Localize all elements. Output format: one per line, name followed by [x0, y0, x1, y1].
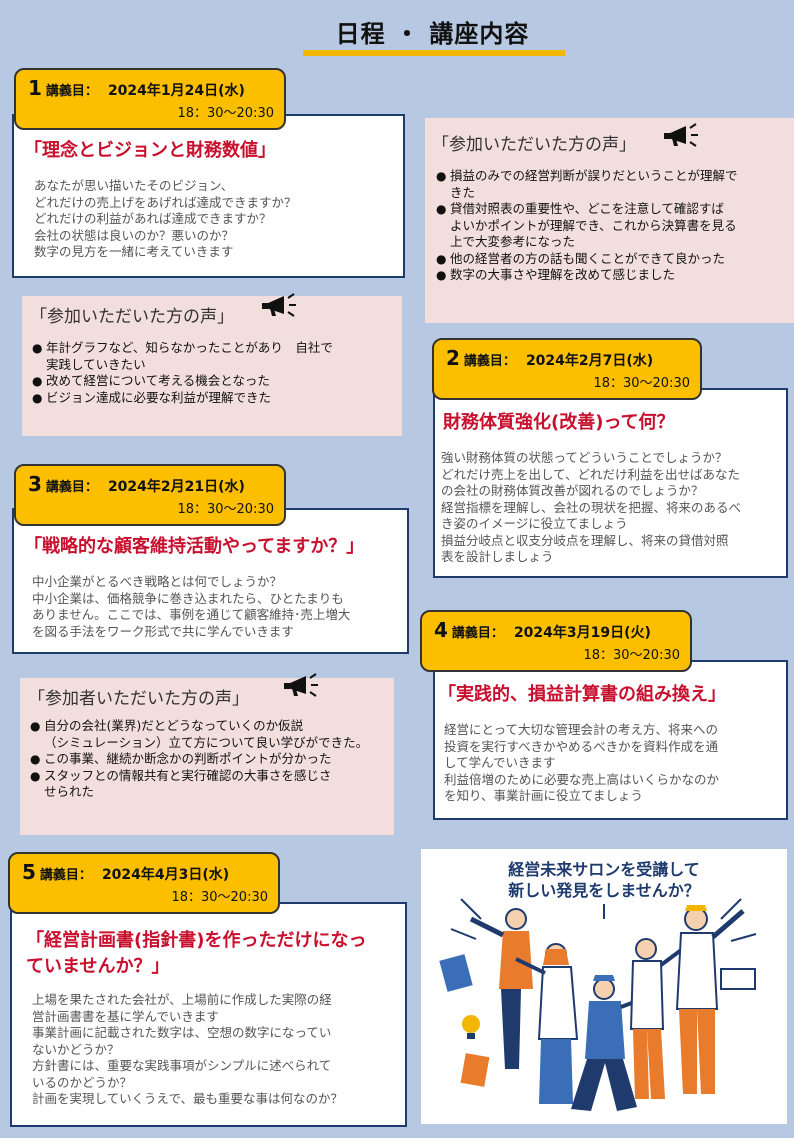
- desc-line: して学んでいきます: [444, 755, 556, 770]
- session-4-date: 2024年3月19日(火): [513, 625, 651, 641]
- session-1-date: 2024年1月24日(水): [107, 83, 245, 99]
- desc-line: どれだけの利益があれば達成できますか？: [34, 211, 272, 226]
- desc-line: 上場を果たされた会社が、上場前に作成した実際の経: [32, 992, 332, 1007]
- title-underline: [303, 50, 565, 56]
- session-2-heading: 財務体質強化(改善)って何？: [443, 412, 675, 433]
- session-3-label: 講義目：: [45, 480, 98, 495]
- promo-line-2: 新しい発見をしませんか？: [508, 881, 700, 900]
- desc-line: いるのかどうか？: [32, 1074, 133, 1090]
- session-5-desc: 上場を果たされた会社が、上場前に作成した実際の経 営計画書書を基に学んでいきます…: [32, 992, 343, 1108]
- session-4-desc: 経営にとって大切な管理会計の考え方、将来への 投資を実行すべきかやめるべきかを資…: [444, 722, 719, 805]
- session-3-box: [12, 508, 409, 654]
- desc-line: 損益分岐点と収支分岐点を理解し、将来の貸借対照: [441, 532, 729, 548]
- voice-item: 損益のみでの経営判断が誤りだということが理解で きた: [436, 168, 790, 201]
- desc-line: 中小企業がとるべき戦略とは何でしょうか？: [32, 574, 283, 589]
- desc-line: 数字の見方を一緒に考えていきます: [34, 244, 234, 259]
- session-4-box: [433, 660, 788, 820]
- voice-item: 他の経営者の方の話も聞くことができて良かった: [436, 251, 790, 268]
- voice-1-list: 年計グラフなど、知らなかったことがあり 自社で 実践していきたい 改めて経営につ…: [32, 340, 392, 406]
- voice-item: 貸借対照表の重要性や、どこを注意して確認すば よいかポイントが理解でき、これから…: [436, 201, 790, 251]
- desc-line: 強い財務体質の状態ってどういうことでしょうか？: [441, 450, 728, 465]
- session-1-time: 18：30〜20:30: [177, 106, 274, 121]
- session-1-heading: 「理念とビジョンと財務数値」: [24, 140, 276, 161]
- desc-line: あなたが思い描いたそのビジョン、: [34, 178, 234, 193]
- desc-line: 経営にとって大切な管理会計の考え方、将来への: [444, 722, 719, 737]
- desc-line: 利益倍増のために必要な売上高はいくらかなのか: [444, 771, 720, 787]
- voice-item: スタッフとの情報共有と実行確認の大事さを感じさ せられた: [30, 768, 392, 801]
- voice-2-title: 「参加いただいた方の声」: [432, 135, 636, 155]
- desc-line: どれだけの売上げをあげれば達成できますか？: [34, 194, 297, 210]
- desc-line: 会社の状態は良いのか？悪いのか？: [34, 227, 235, 243]
- session-2-num: 2: [446, 346, 460, 370]
- session-1-num: 1: [28, 76, 42, 100]
- voice-item: 数字の大事さや理解を改めて感じました: [436, 267, 790, 284]
- megaphone-icon: [664, 123, 698, 147]
- session-3-heading: 「戦略的な顧客維持活動やってますか？」: [24, 536, 365, 557]
- desc-line: 経営指標を理解し、会社の現状を把握、将来のあるべ: [441, 499, 742, 515]
- people-cheering-illustration: [439, 898, 757, 1111]
- promo-illustration: 経営未来サロンを受講して 新しい発見をしませんか？: [421, 849, 787, 1124]
- desc-line: ないかどうか？: [32, 1041, 120, 1057]
- desc-line: どれだけ売上を出して、どれだけ利益を出せばあなた: [441, 466, 741, 482]
- session-5-time: 18：30〜20:30: [171, 890, 268, 905]
- voice-3-title: 「参加者いただいた方の声」: [28, 689, 249, 709]
- voice-item: ビジョン達成に必要な利益が理解できた: [32, 390, 392, 407]
- desc-line: を図る手法をワーク形式で共に学んでいきます: [32, 623, 294, 639]
- desc-line: 計画を実現していくうえで、最も重要な事は何なのか？: [32, 1091, 344, 1106]
- desc-line: 表を設計しましょう: [441, 549, 554, 564]
- desc-line: 事業計画に記載された数字は、空想の数字になってい: [32, 1025, 332, 1040]
- voice-item: 改めて経営について考える機会となった: [32, 373, 392, 390]
- desc-line: 投資を実行すべきかやめるべきかを資料作成を通: [444, 738, 719, 754]
- page-title: 日程 ・ 講座内容: [335, 20, 530, 48]
- session-3-desc: 中小企業がとるべき戦略とは何でしょうか？ 中小企業は、価格競争に巻き込まれたら、…: [32, 574, 350, 640]
- session-3-num: 3: [28, 472, 42, 496]
- desc-line: き姿のイメージに役立てましょう: [441, 516, 628, 531]
- megaphone-icon: [262, 293, 296, 317]
- voice-1-title: 「参加いただいた方の声」: [30, 307, 234, 327]
- session-5-box: [10, 902, 407, 1127]
- session-4-num: 4: [434, 618, 448, 642]
- session-2-date: 2024年2月7日(水): [525, 353, 654, 369]
- session-4-label: 講義目：: [451, 626, 504, 641]
- session-1-label: 講義目：: [45, 84, 98, 99]
- session-5-date: 2024年4月3日(水): [101, 867, 230, 883]
- session-5-label: 講義目：: [39, 868, 92, 883]
- session-1-desc: あなたが思い描いたそのビジョン、 どれだけの売上げをあげれば達成できますか？ ど…: [34, 178, 297, 261]
- desc-line: の会社の財務体質改善が図れるのでしょうか？: [441, 483, 704, 498]
- desc-line: 中小企業は、価格競争に巻き込まれたら、ひとたまりも: [32, 590, 344, 606]
- session-5-num: 5: [22, 860, 36, 884]
- heading-line: 「経営計画書(指針書)を作っただけになっ: [26, 930, 367, 951]
- session-2-label: 講義目：: [463, 354, 516, 369]
- promo-line-1: 経営未来サロンを受講して: [508, 860, 700, 879]
- voice-3-list: 自分の会社(業界)だとどうなっていくのか仮説 （シミュレーション）立て方について…: [30, 718, 392, 801]
- voice-item: この事業、継続か断念かの判断ポイントが分かった: [30, 751, 392, 768]
- voice-2-list: 損益のみでの経営判断が誤りだということが理解で きた 貸借対照表の重要性や、どこ…: [436, 168, 790, 284]
- session-2-desc: 強い財務体質の状態ってどういうことでしょうか？ どれだけ売上を出して、どれだけ利…: [441, 450, 741, 566]
- desc-line: 営計画書書を基に学んでいきます: [32, 1008, 219, 1024]
- promo-heading: 経営未来サロンを受講して 新しい発見をしませんか？: [421, 859, 787, 901]
- desc-line: ありません。ここでは、事例を通じて顧客維持･売上増大: [32, 607, 351, 622]
- voice-item: 年計グラフなど、知らなかったことがあり 自社で 実践していきたい: [32, 340, 392, 373]
- session-3-date: 2024年2月21日(水): [107, 479, 245, 495]
- session-4-time: 18：30〜20:30: [583, 648, 680, 663]
- session-2-time: 18：30〜20:30: [593, 376, 690, 391]
- desc-line: を知り、事業計画に役立てましょう: [444, 788, 643, 803]
- session-3-time: 18：30〜20:30: [177, 502, 274, 517]
- voice-item: 自分の会社(業界)だとどうなっていくのか仮説 （シミュレーション）立て方について…: [30, 718, 392, 751]
- heading-line: ていませんか？」: [26, 956, 170, 977]
- megaphone-icon: [284, 673, 318, 697]
- session-5-heading: 「経営計画書(指針書)を作っただけになっ ていませんか？」: [26, 928, 366, 980]
- session-4-heading: 「実践的、損益計算書の組み換え」: [438, 684, 726, 705]
- desc-line: 方針書には、重要な実践事項がシンプルに述べられて: [32, 1058, 332, 1073]
